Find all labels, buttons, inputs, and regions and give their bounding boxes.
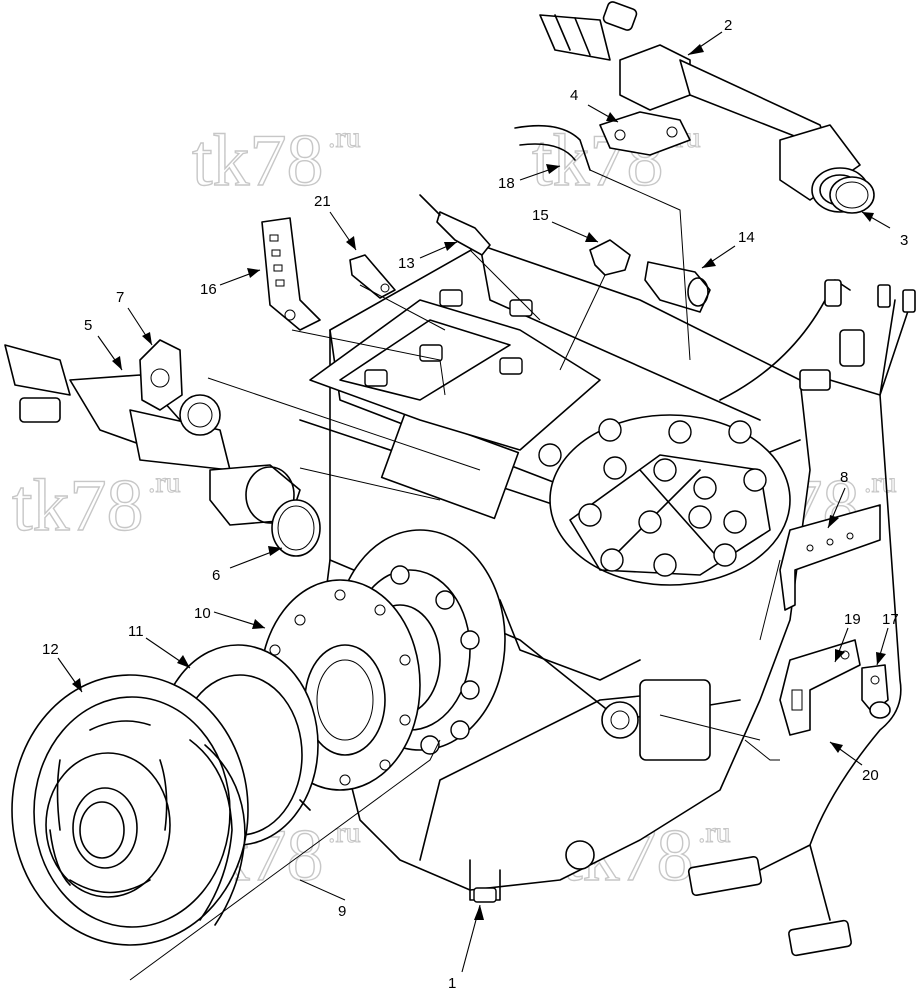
watermark: tk78.ru xyxy=(11,464,181,547)
head-bolts xyxy=(538,418,767,577)
gasket-4 xyxy=(599,111,691,156)
callouts: 1 2 3 4 5 6 7 8 xyxy=(42,17,908,992)
callout-16: 16 xyxy=(200,268,261,298)
port-block xyxy=(639,679,711,761)
svg-text:21: 21 xyxy=(314,193,331,210)
callout-8: 8 xyxy=(827,469,848,529)
svg-text:8: 8 xyxy=(840,469,848,486)
front-cylinder-head xyxy=(538,414,791,586)
discharge-valve-2 xyxy=(539,1,869,213)
svg-text:.ru: .ru xyxy=(698,816,731,849)
o-ring-6 xyxy=(271,499,321,557)
callout-6: 6 xyxy=(212,546,283,584)
svg-text:11: 11 xyxy=(128,623,144,640)
svg-text:9: 9 xyxy=(338,903,346,920)
svg-text:3: 3 xyxy=(900,232,908,249)
gasket-7 xyxy=(139,339,183,411)
svg-text:13: 13 xyxy=(398,255,415,272)
callout-3: 3 xyxy=(861,211,908,249)
assembly-lines xyxy=(129,169,781,981)
svg-text:4: 4 xyxy=(570,87,578,104)
svg-text:18: 18 xyxy=(498,175,515,192)
port xyxy=(601,701,639,739)
svg-text:tk78: tk78 xyxy=(192,120,324,202)
svg-text:tk78: tk78 xyxy=(12,465,144,547)
elbow-fitting-15 xyxy=(589,239,631,276)
svg-text:16: 16 xyxy=(200,281,217,298)
svg-text:1: 1 xyxy=(448,975,456,992)
bracket-16 xyxy=(261,217,321,331)
svg-text:5: 5 xyxy=(84,317,92,334)
svg-text:14: 14 xyxy=(738,229,755,246)
callout-12: 12 xyxy=(42,641,83,693)
callout-10: 10 xyxy=(194,605,266,629)
callout-2: 2 xyxy=(687,17,732,56)
watermark: tk78.ru xyxy=(191,119,361,202)
bracket-19 xyxy=(779,639,861,736)
svg-text:.ru: .ru xyxy=(328,816,361,849)
callout-17: 17 xyxy=(876,611,899,666)
callout-14: 14 xyxy=(701,229,755,269)
callout-11: 11 xyxy=(128,623,191,669)
svg-text:2: 2 xyxy=(724,17,732,34)
callout-21: 21 xyxy=(314,193,357,251)
callout-18: 18 xyxy=(498,164,561,192)
callout-19: 19 xyxy=(834,611,861,663)
bracket-8 xyxy=(779,504,881,611)
callout-5: 5 xyxy=(84,317,123,371)
port xyxy=(565,840,595,870)
svg-text:12: 12 xyxy=(42,641,59,658)
svg-text:6: 6 xyxy=(212,567,220,584)
callout-20: 20 xyxy=(829,741,879,784)
svg-text:.ru: .ru xyxy=(148,466,181,499)
svg-text:.ru: .ru xyxy=(328,121,361,154)
sensor-wire-18 xyxy=(514,124,591,171)
rear-cylinder-head xyxy=(309,289,601,451)
clip-21 xyxy=(349,254,396,299)
callout-13: 13 xyxy=(398,241,458,272)
svg-text:tk78: tk78 xyxy=(532,120,664,202)
watermark: tk78.ru xyxy=(531,119,701,202)
svg-text:15: 15 xyxy=(532,207,549,224)
pressure-switch-14 xyxy=(644,261,711,313)
callout-9: 9 xyxy=(299,879,346,920)
svg-text:10: 10 xyxy=(194,605,211,622)
svg-text:7: 7 xyxy=(116,289,124,306)
callout-1: 1 xyxy=(448,904,484,992)
svg-text:17: 17 xyxy=(882,611,899,628)
svg-text:19: 19 xyxy=(844,611,861,628)
callout-4: 4 xyxy=(570,87,619,123)
svg-text:20: 20 xyxy=(862,767,879,784)
pulley-12 xyxy=(11,674,249,946)
sensor xyxy=(19,397,61,423)
callout-7: 7 xyxy=(116,289,153,346)
callout-15: 15 xyxy=(532,207,599,243)
harness-20 xyxy=(687,279,916,957)
svg-text:.ru: .ru xyxy=(864,466,897,499)
fitting-13 xyxy=(419,194,491,256)
